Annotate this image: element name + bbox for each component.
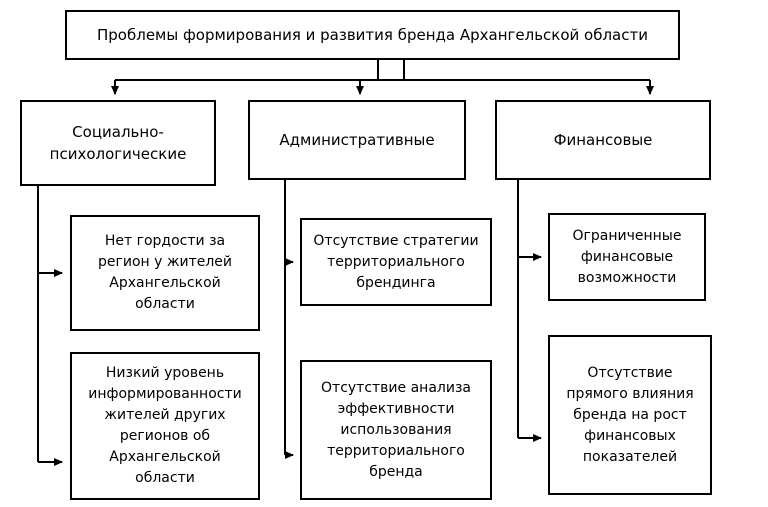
leaf-no-direct-brand-influence: Отсутствие прямого влияния бренда на рос… [548,335,712,495]
category-administrative: Административные [248,100,466,180]
leaf-no-pride-in-region: Нет гордости за регион у жителей Арханге… [70,215,260,331]
leaf-no-branding-strategy: Отсутствие стратегии территориального бр… [300,218,492,306]
leaf-limited-financial-capacity: Ограниченные финансовые возможности [548,213,706,301]
left-branch-connectors [37,186,63,466]
diagram-title-box: Проблемы формирования и развития бренда … [65,10,680,60]
right-branch-connectors [517,180,542,442]
category-socio-psychological: Социально-психологические [20,100,216,186]
leaf-no-effectiveness-analysis: Отсутствие анализа эффективности использ… [300,360,492,500]
middle-branch-connectors [284,180,294,459]
top-level-connectors [111,60,654,95]
leaf-low-awareness: Низкий уровень информированности жителей… [70,352,260,500]
category-financial: Финансовые [495,100,711,180]
